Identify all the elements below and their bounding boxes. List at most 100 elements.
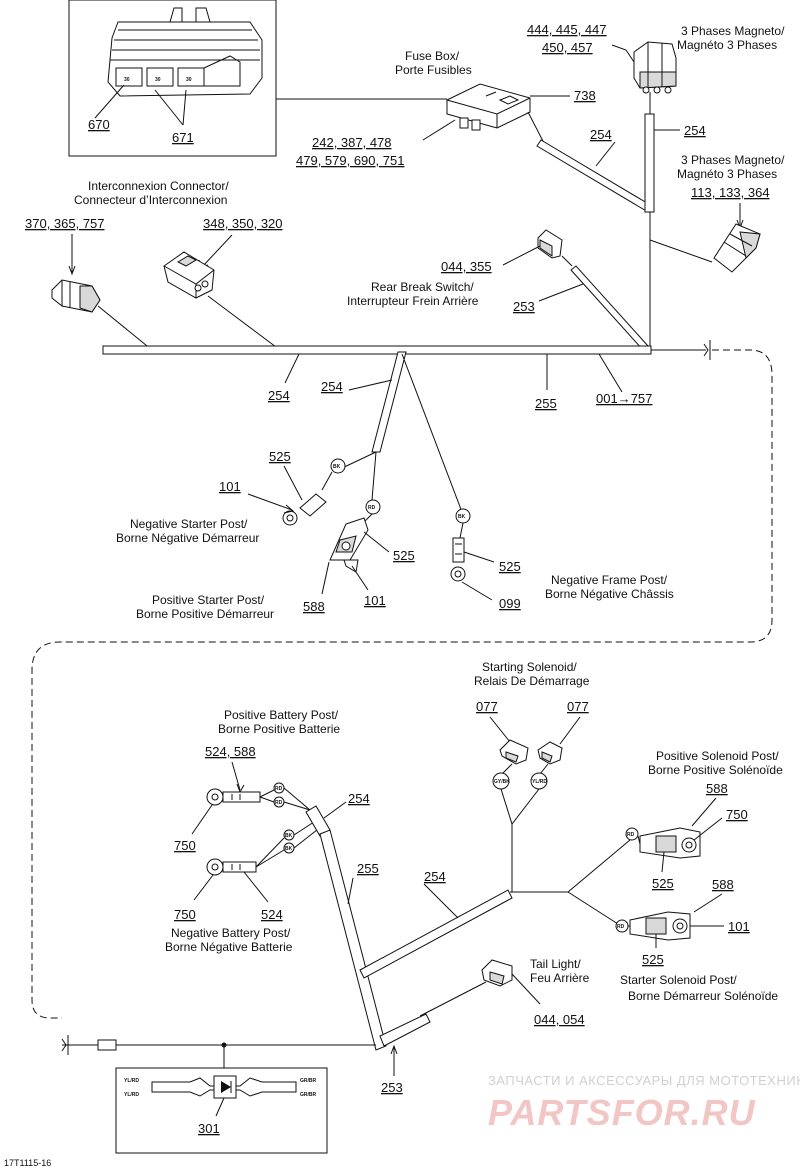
wire-bk-frame xyxy=(401,353,463,513)
callout-671: 671 xyxy=(172,130,194,145)
callout-099: 099 xyxy=(499,596,521,611)
label-neg-batt-fr: Borne Négative Batterie xyxy=(165,940,293,954)
label-start-sol-fr: Relais De Démarrage xyxy=(474,674,590,688)
callout-fuse-parts-2: 479, 579, 690, 751 xyxy=(296,153,404,168)
diode-label-r2: GR/BR xyxy=(300,1092,317,1098)
label-pos-sol-en: Positive Solenoid Post/ xyxy=(656,749,779,763)
callout-525-c: 525 xyxy=(499,559,521,574)
harness-253-tail xyxy=(379,1013,431,1047)
watermark-logo: PARTSFOR.RU xyxy=(488,1092,756,1133)
tag-rd-4 xyxy=(625,827,639,841)
positive-battery-terminal xyxy=(206,788,261,806)
label-magneto-top-fr: Magnéto 3 Phases xyxy=(677,38,777,52)
label-rear-brake-fr: Interrupteur Frein Arrière xyxy=(347,294,479,308)
wire-rd-starter xyxy=(371,451,377,501)
tag-bk-1 xyxy=(330,458,346,474)
harness-254-fuse xyxy=(536,139,653,213)
negative-battery-terminal xyxy=(206,858,257,876)
positive-solenoid-terminal xyxy=(639,827,701,859)
label-pos-starter-en: Positive Starter Post/ xyxy=(152,593,265,607)
label-neg-starter-en: Negative Starter Post/ xyxy=(130,517,248,531)
callout-101-a: 101 xyxy=(219,479,241,494)
inset-pin-3: 30 xyxy=(186,77,192,83)
label-pos-batt-en: Positive Battery Post/ xyxy=(224,708,339,722)
magneto-side-wire xyxy=(649,239,713,263)
label-pos-starter-fr: Borne Positive Démarreur xyxy=(136,607,274,621)
callout-magneto-top-1: 444, 445, 447 xyxy=(527,22,607,37)
tag-bk-4-text: BK xyxy=(285,846,293,852)
callout-255-b: 255 xyxy=(357,861,379,876)
tag-bk-1-text: BK xyxy=(333,464,341,470)
magneto-connector-top xyxy=(633,41,677,94)
callout-254-e: 254 xyxy=(348,791,370,806)
connector-348-wire xyxy=(207,295,281,351)
label-magneto-top-en: 3 Phases Magneto/ xyxy=(681,24,785,38)
negative-starter-terminal xyxy=(282,493,327,526)
callout-253-b: 253 xyxy=(381,1080,403,1095)
tag-rd-2-text: RD xyxy=(275,786,283,792)
label-starter-sol-fr: Borne Démarreur Solénoïde xyxy=(628,989,778,1003)
tag-bk-2-text: BK xyxy=(458,514,466,520)
negative-frame-terminal xyxy=(450,537,466,582)
callout-670: 670 xyxy=(88,117,110,132)
callout-525-e: 525 xyxy=(642,952,664,967)
callout-254-f: 254 xyxy=(424,869,446,884)
starting-solenoid-connector-2 xyxy=(537,741,563,765)
diode-label-l2: YL/RD xyxy=(124,1092,139,1098)
tag-yl-rd-text: YL/RD xyxy=(532,779,547,785)
label-rear-brake-en: Rear Break Switch/ xyxy=(371,280,474,294)
callout-348: 348, 350, 320 xyxy=(203,216,283,231)
inline-fuse xyxy=(97,1039,117,1051)
inset-frame xyxy=(68,0,277,157)
callout-588-b: 588 xyxy=(706,781,728,796)
tag-rd-5-text: RD xyxy=(617,924,625,930)
callout-255-a: 255 xyxy=(535,396,557,411)
callout-750-c: 750 xyxy=(726,807,748,822)
positive-starter-terminal xyxy=(329,517,369,573)
starter-solenoid-terminal xyxy=(629,911,691,941)
callout-001-757: 001→757 xyxy=(596,391,652,406)
callout-044-054: 044, 054 xyxy=(534,1012,585,1027)
label-start-sol-en: Starting Solenoid/ xyxy=(482,660,577,674)
callout-interconnect: 370, 365, 757 xyxy=(25,216,105,231)
harness-255-battery xyxy=(319,829,387,1051)
diode-label-l1: YL/RD xyxy=(124,1078,139,1084)
callout-254-c: 254 xyxy=(268,388,290,403)
inset-connector-body: 30 30 30 xyxy=(107,7,263,97)
tag-rd-3-text: RD xyxy=(275,800,283,806)
magneto-connector-side xyxy=(713,223,761,273)
fuse-box xyxy=(446,83,531,131)
interconnect-wire xyxy=(97,305,153,351)
watermark-tagline: ЗАПЧАСТИ И АКСЕССУАРЫ ДЛЯ МОТОТЕХНИКИ xyxy=(488,1073,800,1088)
label-tail-en: Tail Light/ xyxy=(530,957,581,971)
tail-light-connector xyxy=(481,959,513,987)
callout-magneto-top-2: 450, 457 xyxy=(542,40,593,55)
tag-rd-1 xyxy=(365,499,381,515)
rear-brake-switch xyxy=(537,229,563,259)
diode-component xyxy=(151,1075,297,1099)
callout-254-b: 254 xyxy=(684,123,706,138)
tag-bk-3-text: BK xyxy=(285,833,293,839)
label-inter-fr: Connecteur d’Interconnexion xyxy=(74,193,227,207)
callout-738: 738 xyxy=(574,88,596,103)
callout-750-b: 750 xyxy=(174,907,196,922)
label-starter-sol-en: Starter Solenoid Post/ xyxy=(620,973,737,987)
callout-750-a: 750 xyxy=(174,838,196,853)
harness-254-solenoid xyxy=(359,889,513,979)
label-magneto-side-fr: Magnéto 3 Phases xyxy=(677,167,777,181)
callout-525-a: 525 xyxy=(269,449,291,464)
callout-101-b: 101 xyxy=(364,593,386,608)
inset-pin-1: 30 xyxy=(124,77,130,83)
label-pos-batt-fr: Borne Positive Batterie xyxy=(218,722,340,736)
callout-254-d: 254 xyxy=(321,379,343,394)
label-inter-en: Interconnexion Connector/ xyxy=(88,179,229,193)
callout-301: 301 xyxy=(198,1121,220,1136)
tag-rd-4-text: RD xyxy=(627,832,635,838)
inset-pin-2: 30 xyxy=(155,77,161,83)
starting-solenoid-connector-1 xyxy=(499,739,529,765)
connector-348 xyxy=(163,251,215,299)
callout-525-d: 525 xyxy=(652,876,674,891)
main-harness-254 xyxy=(102,345,652,355)
harness-253-brake xyxy=(570,265,649,351)
